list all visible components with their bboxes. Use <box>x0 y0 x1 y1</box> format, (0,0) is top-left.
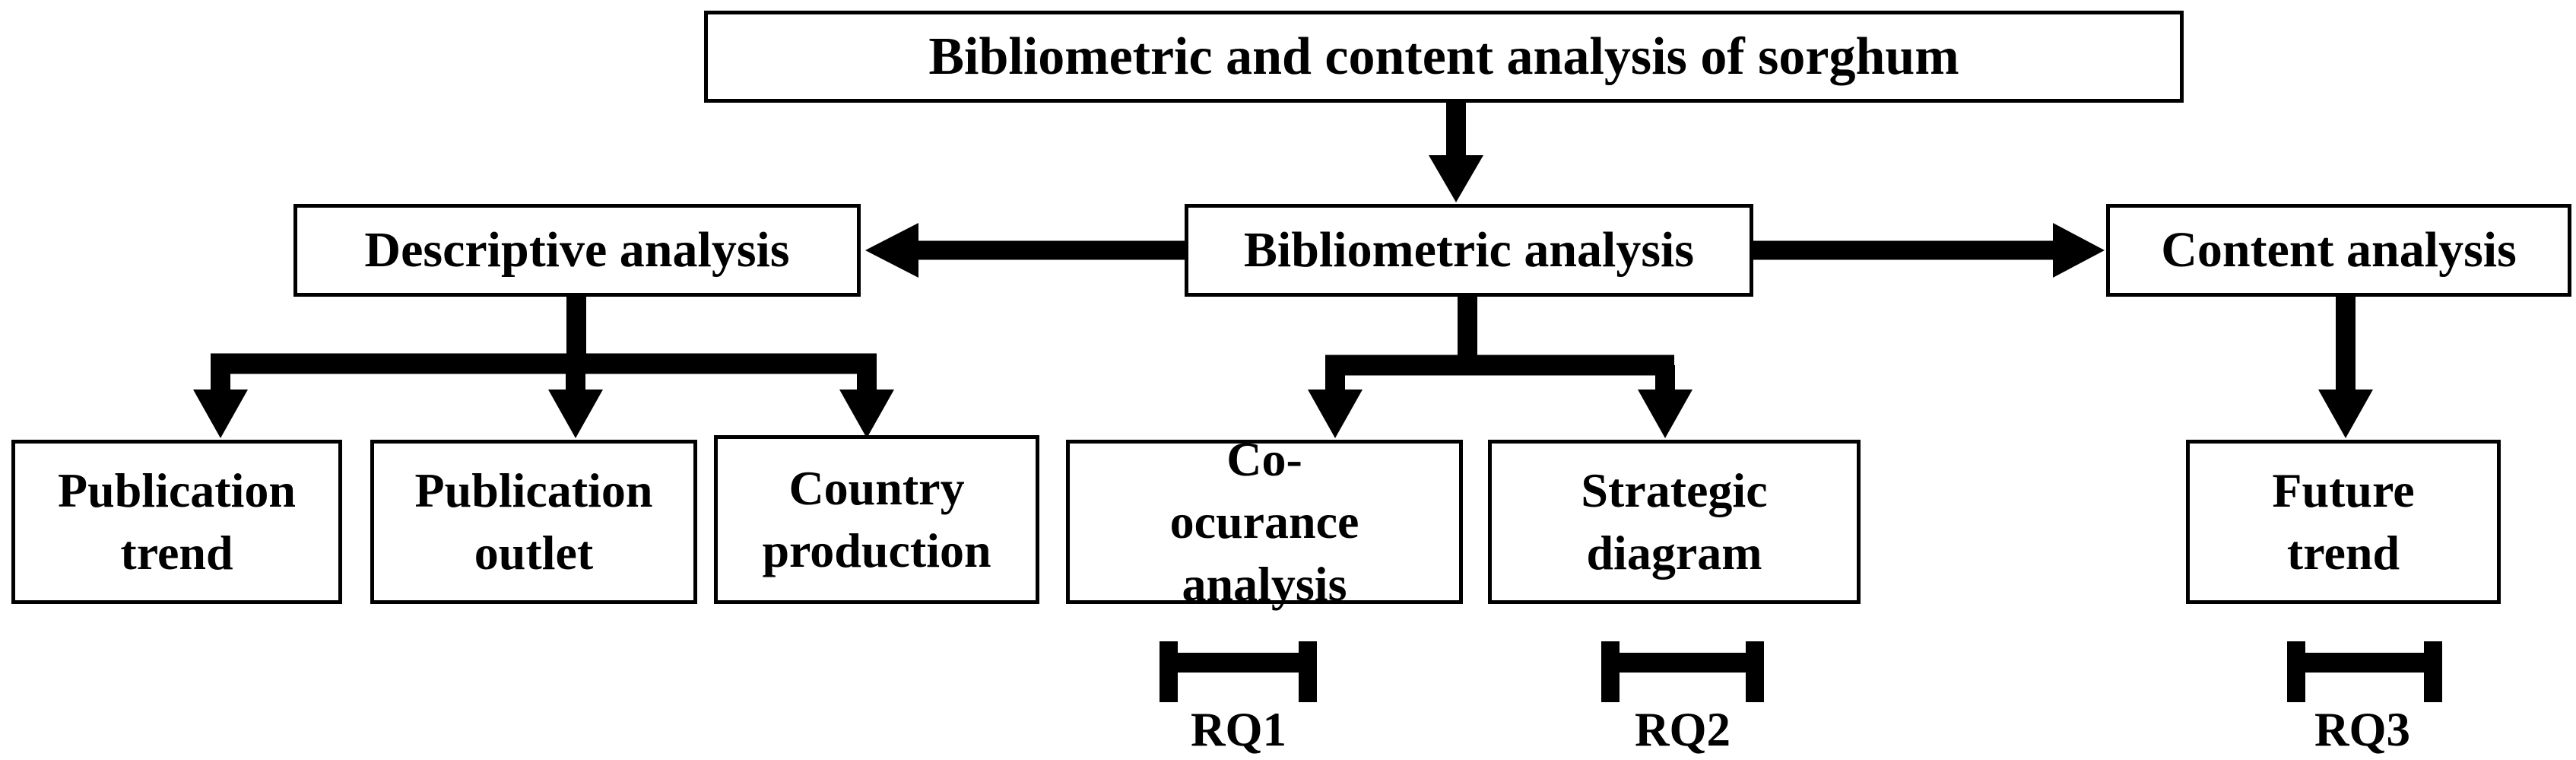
node-publication-outlet: Publication outlet <box>370 440 697 604</box>
rq1-bracket <box>1160 641 1317 702</box>
node-bibliometric-analysis: Bibliometric analysis <box>1185 204 1753 297</box>
node-future-trend: Future trend <box>2186 440 2501 604</box>
arrow-content-to-future-trend <box>2318 295 2373 438</box>
arrow-root-to-bibliometric <box>1429 101 1483 202</box>
node-strategic-diagram-label: Strategic diagram <box>1581 463 1768 580</box>
node-root-label: Bibliometric and content analysis of sor… <box>928 27 1959 86</box>
node-strategic-diagram: Strategic diagram <box>1488 440 1861 604</box>
node-country-production-label: Country production <box>762 461 991 577</box>
node-descriptive-analysis-label: Descriptive analysis <box>364 222 790 278</box>
node-bibliometric-analysis-label: Bibliometric analysis <box>1243 222 1695 278</box>
node-co-ocurance-analysis: Co-ocurance analysis <box>1066 432 1463 611</box>
descriptive-branch-connector <box>193 295 894 438</box>
node-country-production: Country production <box>714 435 1039 604</box>
node-publication-trend-label: Publication trend <box>58 463 296 580</box>
rq3-label: RQ3 <box>2314 703 2410 756</box>
node-publication-outlet-label: Publication outlet <box>414 463 653 580</box>
node-future-trend-label: Future trend <box>2272 463 2415 580</box>
node-root: Bibliometric and content analysis of sor… <box>704 11 2184 103</box>
node-publication-trend: Publication trend <box>11 440 342 604</box>
arrow-bibliometric-to-descriptive <box>865 223 1185 278</box>
rq2-label: RQ2 <box>1635 703 1731 756</box>
rq2-bracket <box>1601 641 1764 702</box>
rq3-bracket <box>2287 641 2442 702</box>
node-content-analysis-label: Content analysis <box>2161 222 2517 278</box>
node-descriptive-analysis: Descriptive analysis <box>293 204 861 297</box>
rq1-label: RQ1 <box>1191 703 1286 756</box>
bibliometric-branch-connector <box>1308 295 1692 438</box>
arrow-bibliometric-to-content <box>1752 223 2105 278</box>
node-co-ocurance-analysis-label: Co-ocurance analysis <box>1169 432 1359 611</box>
node-content-analysis: Content analysis <box>2106 204 2571 297</box>
